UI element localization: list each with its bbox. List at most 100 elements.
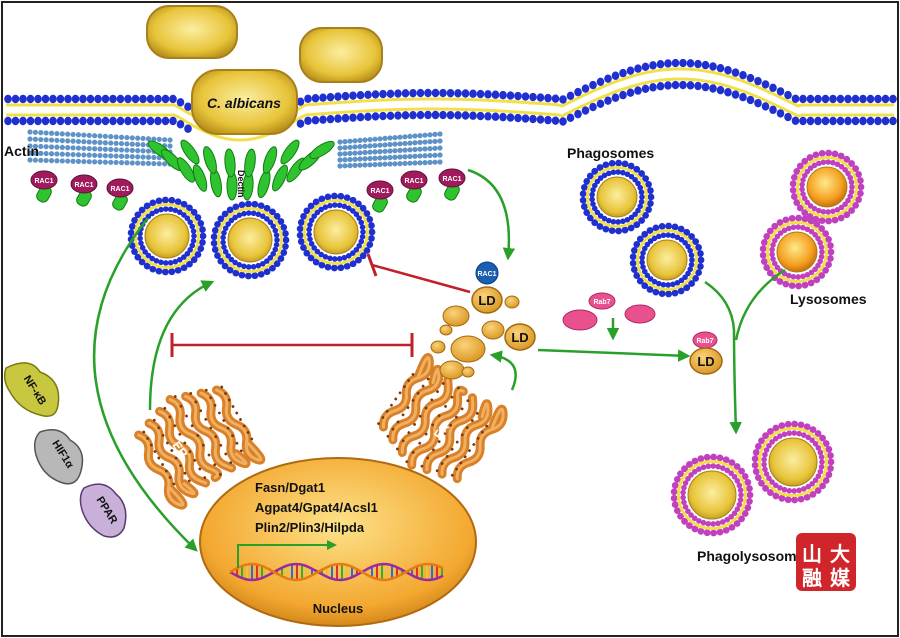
vesicle-head bbox=[353, 211, 360, 218]
watermark-char-1: 山 bbox=[802, 543, 822, 566]
vesicle-head bbox=[180, 200, 188, 208]
dectin-receptor bbox=[309, 140, 335, 160]
vesicle-head bbox=[746, 485, 753, 492]
vesicle-head bbox=[710, 529, 718, 537]
membrane-head bbox=[701, 60, 710, 70]
membrane-head bbox=[341, 91, 350, 101]
dectin-receptor bbox=[210, 168, 222, 198]
actin-bead bbox=[357, 156, 363, 162]
ribosome bbox=[405, 460, 409, 464]
membrane-head bbox=[851, 94, 860, 104]
vesicle-head bbox=[762, 466, 768, 473]
ribosome bbox=[207, 453, 211, 457]
ribosome bbox=[418, 441, 422, 445]
vesicle-head bbox=[646, 286, 654, 293]
vesicle-head bbox=[819, 249, 825, 255]
vesicle-head bbox=[221, 210, 229, 218]
membrane-head bbox=[581, 106, 590, 115]
vesicle-head bbox=[191, 233, 197, 239]
vesicle-head bbox=[737, 497, 744, 503]
vesicle-head bbox=[155, 267, 163, 275]
vesicle-head bbox=[307, 202, 315, 210]
vesicle-head bbox=[610, 169, 617, 176]
early-phagosomes bbox=[127, 192, 376, 280]
vesicle-head bbox=[134, 253, 142, 261]
lysosomes-group bbox=[759, 149, 865, 290]
actin-bead bbox=[422, 153, 428, 159]
phagosomes-group bbox=[579, 159, 705, 298]
vesicle-head bbox=[790, 193, 798, 200]
vesicle-head bbox=[642, 175, 650, 183]
vesicle-head bbox=[579, 190, 587, 198]
vesicle-head bbox=[811, 162, 818, 169]
actin-bead bbox=[151, 154, 157, 161]
lipid-droplet bbox=[439, 324, 453, 336]
membrane-head bbox=[806, 94, 815, 104]
actin-bead bbox=[38, 136, 44, 143]
vesicle-head bbox=[790, 224, 797, 231]
membrane-head bbox=[431, 88, 440, 98]
membrane-head bbox=[559, 117, 567, 126]
vesicle-head bbox=[688, 233, 696, 240]
actin-bead bbox=[387, 154, 393, 161]
lysosomes-label: Lysosomes bbox=[790, 291, 867, 307]
vesicle-head bbox=[633, 165, 641, 173]
membrane-head bbox=[101, 116, 110, 126]
vesicle-head bbox=[337, 192, 345, 200]
actin-bead bbox=[342, 151, 348, 157]
membrane-head bbox=[101, 94, 110, 104]
ribosome bbox=[189, 391, 193, 395]
watermark-char-2: 大 bbox=[830, 543, 850, 566]
vesicle-head bbox=[817, 468, 824, 475]
ribosome bbox=[445, 454, 449, 458]
vesicle-head bbox=[180, 264, 188, 272]
membrane-head bbox=[514, 91, 522, 101]
membrane-head bbox=[161, 116, 170, 126]
vesicle-head bbox=[615, 169, 621, 175]
vesicle-head bbox=[762, 451, 768, 458]
actin-bead bbox=[347, 138, 353, 144]
er-stack bbox=[377, 353, 508, 484]
membrane-head bbox=[574, 87, 582, 97]
membrane-head bbox=[311, 116, 320, 125]
membrane-head bbox=[439, 110, 447, 120]
actin-bead bbox=[75, 152, 82, 158]
vesicle-head bbox=[789, 180, 797, 188]
actin-bead bbox=[129, 141, 135, 147]
actin-bead bbox=[397, 161, 403, 167]
ribosome bbox=[381, 416, 385, 419]
vesicle-head bbox=[220, 239, 226, 246]
lipid-droplet bbox=[430, 340, 446, 354]
membrane-head bbox=[334, 92, 342, 101]
actin-bead bbox=[92, 159, 98, 165]
actin-bead bbox=[412, 146, 418, 153]
actin-bead bbox=[357, 144, 363, 150]
vesicle-head bbox=[771, 237, 778, 244]
ribosome bbox=[226, 426, 230, 430]
membrane-head bbox=[679, 58, 687, 68]
vesicle-head bbox=[273, 232, 280, 238]
vesicle-head bbox=[733, 463, 741, 470]
vesicle-head bbox=[331, 256, 338, 262]
ribosome bbox=[436, 390, 439, 394]
vesicle-head bbox=[848, 207, 856, 214]
vesicle-head bbox=[583, 209, 591, 216]
vesicle-head bbox=[167, 206, 174, 213]
actin-bead bbox=[367, 155, 373, 162]
vesicle-head bbox=[691, 468, 698, 475]
actin-bead bbox=[377, 161, 383, 167]
vesicle-head bbox=[710, 453, 718, 461]
dna-helix bbox=[229, 562, 444, 582]
vesicle-head bbox=[703, 529, 711, 537]
vesicle-head bbox=[671, 289, 679, 297]
vesicle-head bbox=[318, 251, 324, 258]
vesicle-head bbox=[591, 205, 598, 212]
actin-bead bbox=[124, 160, 130, 166]
phagosome-5 bbox=[629, 222, 705, 298]
vesicle-head bbox=[795, 224, 801, 230]
actin-bead bbox=[118, 147, 125, 153]
actin-bead bbox=[48, 158, 55, 164]
actin-bead bbox=[43, 157, 49, 164]
vesicle-head bbox=[647, 193, 655, 201]
vesicle-head bbox=[665, 222, 673, 230]
